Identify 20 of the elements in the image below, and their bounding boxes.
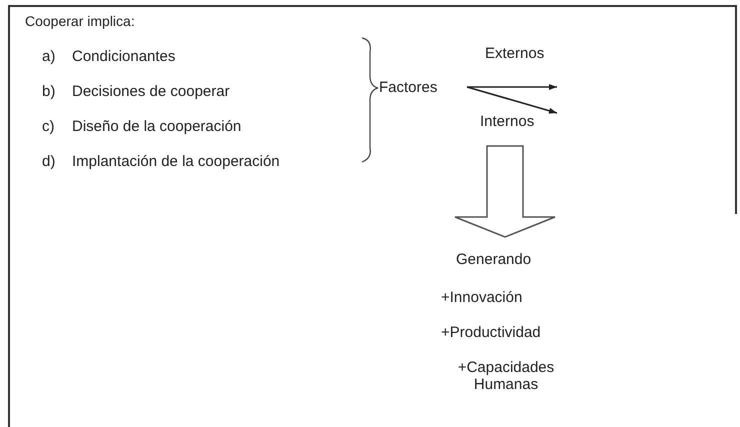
list-marker: b) <box>42 83 56 100</box>
list-marker: a) <box>42 48 56 65</box>
list-item-text: Diseño de la cooperación <box>72 118 242 135</box>
list-marker: d) <box>42 153 56 170</box>
frame-heading: Cooperar implica: <box>25 13 135 29</box>
factor-label: Factores <box>379 79 438 96</box>
block-arrow <box>454 145 556 238</box>
factor-label: Internos <box>480 113 534 130</box>
result-item: +Innovación <box>441 289 522 306</box>
list-item-text: Decisiones de cooperar <box>72 83 230 100</box>
list-item-text: Condicionantes <box>72 48 176 65</box>
list-item-text: Implantación de la cooperación <box>72 153 280 170</box>
factor-label: Externos <box>485 45 544 62</box>
frame-box <box>8 5 737 427</box>
result-heading: Generando <box>456 251 532 268</box>
result-item: +Capacidades Humanas <box>456 359 556 393</box>
list-marker: c) <box>42 118 54 135</box>
result-item: +Productividad <box>441 324 541 341</box>
arrow <box>467 84 557 90</box>
arrow <box>466 86 558 114</box>
